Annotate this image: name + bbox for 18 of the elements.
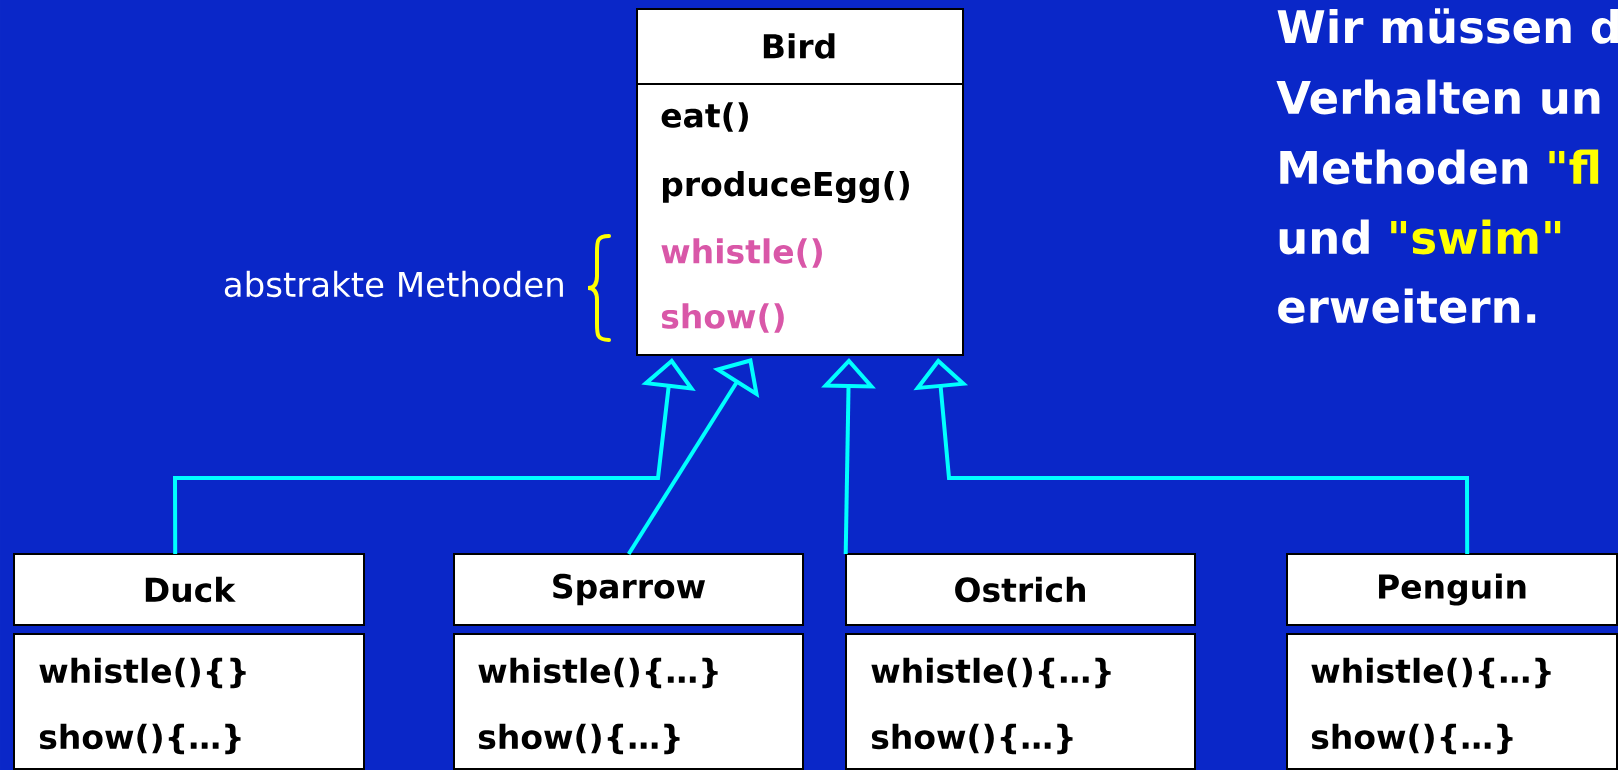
side-note: Methoden xyxy=(1280,149,1528,185)
class-box: Duck whistle(){} show(){…} xyxy=(13,553,365,770)
brace-label: abstrakte Methoden xyxy=(224,270,563,298)
class-box: Penguin whistle(){…} show(){…} xyxy=(1286,553,1618,770)
side-note: erweitern. xyxy=(1278,288,1536,324)
side-note: Verhalten un xyxy=(1276,79,1600,115)
side-note: und xyxy=(1279,219,1369,255)
class-box: Sparrow whistle(){…} show(){…} xyxy=(453,553,804,770)
class-box: Ostrich whistle(){…} show(){…} xyxy=(845,553,1196,770)
class-box: Bird eat() produceEgg() whistle() show() xyxy=(635,8,964,356)
node-label: Ostrich xyxy=(955,576,1085,603)
side-note: Wir müssen d xyxy=(1277,8,1618,44)
inheritance-arrow xyxy=(913,358,1470,554)
node-label: Duck xyxy=(145,576,236,603)
side-note: "swim" xyxy=(1391,219,1561,255)
node-label: Sparrow xyxy=(553,573,706,606)
side-note: "fl xyxy=(1549,149,1599,184)
node-label: Penguin xyxy=(1379,573,1526,606)
